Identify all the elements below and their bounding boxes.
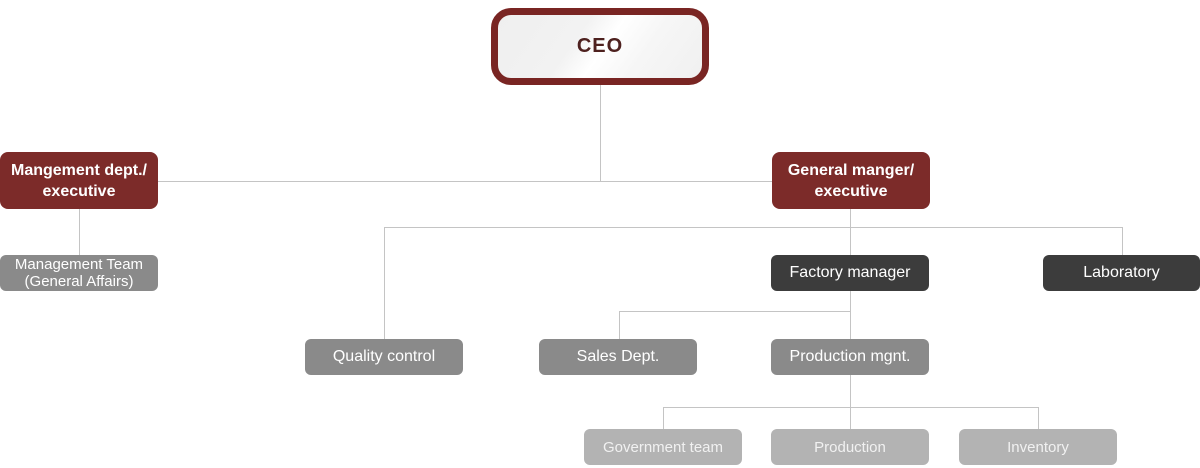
node-management-team-line2: (General Affairs) <box>24 273 134 290</box>
node-general-manager-line2: executive <box>814 182 888 200</box>
node-ceo-label: CEO <box>576 35 624 57</box>
node-factory-manager: Factory manager <box>771 255 929 291</box>
node-management-team-line1: Management Team <box>14 256 144 273</box>
node-laboratory: Laboratory <box>1043 255 1200 291</box>
connector-government-drop <box>663 407 664 429</box>
node-quality-control-label: Quality control <box>332 348 436 365</box>
node-management-team: Management Team (General Affairs) <box>0 255 158 291</box>
node-sales-dept-label: Sales Dept. <box>576 348 660 365</box>
node-general-manager-line1: General manger/ <box>787 161 915 179</box>
connector-ceo-drop <box>600 85 601 181</box>
connector-factory-drop <box>850 227 851 255</box>
node-production-label: Production <box>814 438 886 456</box>
node-production-mgnt: Production mgnt. <box>771 339 929 375</box>
connector-sales-drop <box>619 311 620 339</box>
node-inventory: Inventory <box>959 429 1117 465</box>
node-general-manager: General manger/ executive <box>772 152 930 209</box>
node-government-team-label: Government team <box>602 438 724 456</box>
node-ceo: CEO <box>491 8 709 85</box>
node-management-dept: Mangement dept./ executive <box>0 152 158 209</box>
connector-laboratory-drop <box>1122 227 1123 255</box>
connector-quality-drop <box>384 227 385 339</box>
connector-mgmtdept-drop <box>79 209 80 255</box>
connector-factory-to-production <box>850 291 851 339</box>
connector-top-horizontal <box>158 181 772 182</box>
connector-level2-horizontal <box>384 227 1122 228</box>
node-inventory-label: Inventory <box>1007 438 1069 456</box>
connector-production-drop <box>850 407 851 429</box>
connector-inventory-drop <box>1038 407 1039 429</box>
node-production: Production <box>771 429 929 465</box>
node-factory-manager-label: Factory manager <box>789 264 911 281</box>
connector-genmgr-drop <box>850 209 851 227</box>
node-laboratory-label: Laboratory <box>1083 264 1160 281</box>
node-sales-dept: Sales Dept. <box>539 339 697 375</box>
node-management-dept-line2: executive <box>42 182 116 200</box>
node-quality-control: Quality control <box>305 339 463 375</box>
node-government-team: Government team <box>584 429 742 465</box>
connector-level3-horizontal <box>619 311 850 312</box>
node-management-dept-line1: Mangement dept./ <box>10 161 147 179</box>
connector-prodmgnt-drop <box>850 375 851 407</box>
node-production-mgnt-label: Production mgnt. <box>789 348 911 365</box>
